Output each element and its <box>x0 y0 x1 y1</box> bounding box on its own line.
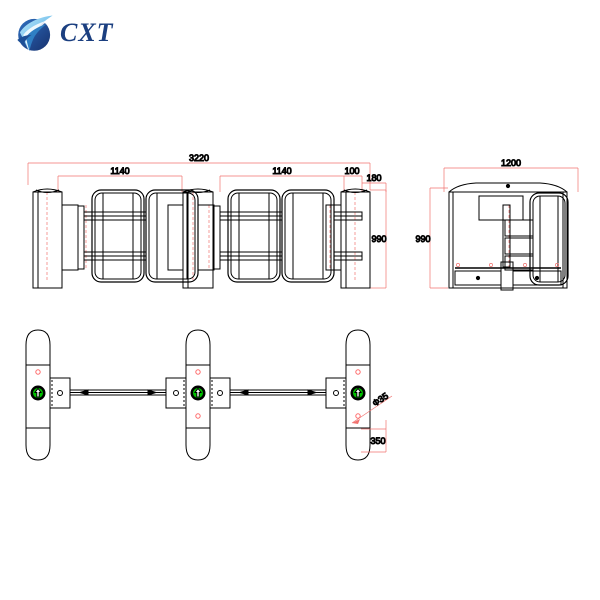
company-name: CXT <box>60 17 114 47</box>
front-dimension-lines <box>27 162 387 289</box>
front-flap-panel-2 <box>145 189 199 283</box>
dim-pedestal-width: 180 <box>366 173 381 183</box>
dim-lane-width-left: 1140 <box>110 166 129 176</box>
front-pedestal-left <box>32 188 85 289</box>
dim-arm-diameter: Ф35 <box>371 391 391 409</box>
front-pedestal-right <box>325 188 371 289</box>
plan-arm-2-left <box>78 389 167 396</box>
front-rail-right <box>333 211 363 261</box>
front-pedestal-center <box>167 188 221 289</box>
front-elevation-view: 3220 1140 1140 100 180 990 <box>27 153 387 289</box>
front-flap-panel-1 <box>91 189 145 283</box>
plan-arm-3 <box>238 389 327 396</box>
side-cabinet-body <box>448 182 568 289</box>
side-base-drawers <box>454 267 562 286</box>
front-rail-left <box>83 211 147 261</box>
front-flap-panel-4 <box>281 189 335 283</box>
dim-arm-height-offset: 350 <box>370 436 385 446</box>
front-flap-panel-3 <box>227 189 281 283</box>
cxt-globe-bird-logo-icon <box>17 15 53 52</box>
dim-lane-width-right: 1140 <box>272 166 291 176</box>
plan-view: Ф35 350 <box>25 329 393 461</box>
plan-pedestal-3 <box>238 329 371 461</box>
dim-gap-detail: 100 <box>344 166 359 176</box>
dim-cabinet-length: 1200 <box>501 158 521 168</box>
side-fixing-marks <box>456 263 559 267</box>
dim-overall-height: 990 <box>371 234 386 244</box>
plan-dimension-lines <box>351 395 393 453</box>
side-internal-assembly <box>478 195 534 291</box>
dim-overall-width: 3220 <box>189 153 209 163</box>
front-rail-center <box>219 211 283 261</box>
company-logo: CXT <box>14 12 154 56</box>
side-elevation-view: 1200 990 <box>415 158 579 291</box>
dim-cabinet-height: 990 <box>415 234 430 244</box>
